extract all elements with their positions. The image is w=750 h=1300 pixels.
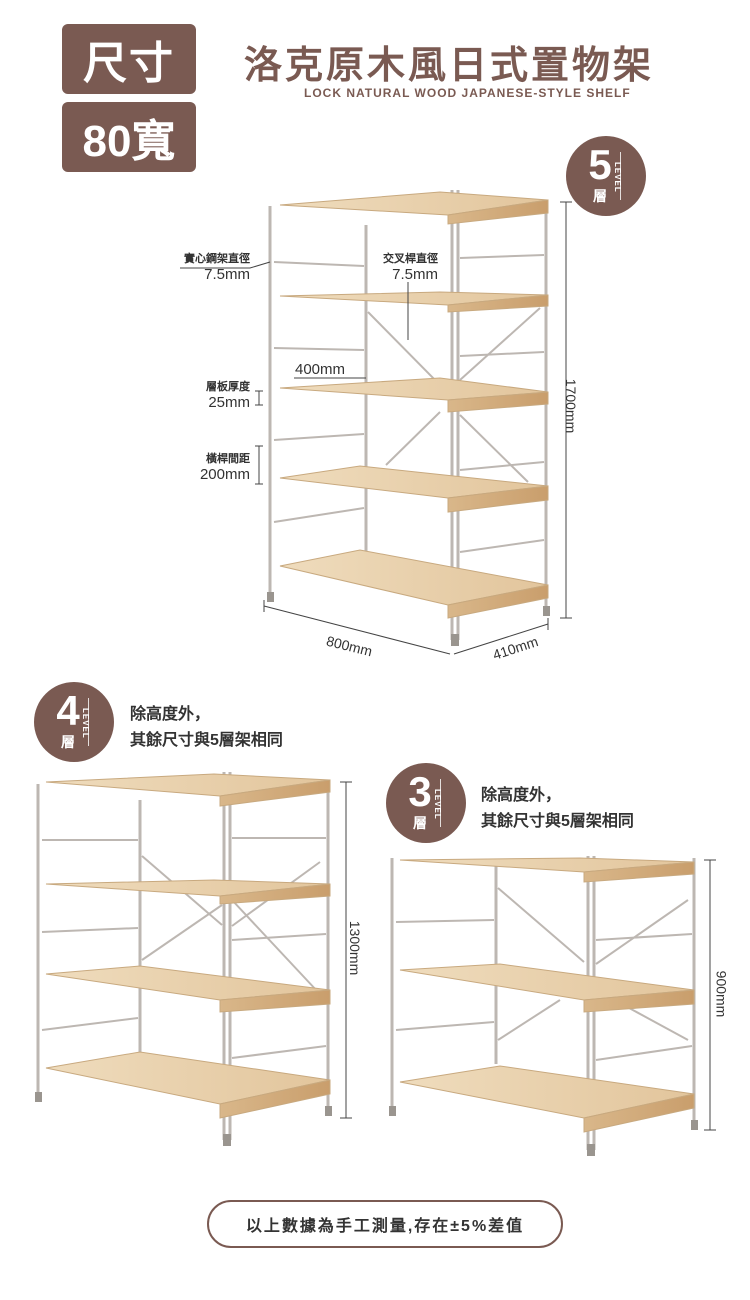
level-layer-text: 層 [413, 815, 427, 831]
page-subtitle: LOCK NATURAL WOOD JAPANESE-STYLE SHELF [304, 86, 631, 100]
page-title: 洛克原木風日式置物架 [244, 45, 655, 87]
note-line-2: 其餘尺寸與5層架相同 [130, 732, 283, 749]
level-divider [440, 779, 441, 827]
level-3-note: 除高度外， 其餘尺寸與5層架相同 [481, 783, 634, 835]
height-4-dimension: 1300mm [347, 920, 364, 976]
cross-rod-label: 交叉桿直徑 [383, 253, 438, 265]
level-4-note: 除高度外， 其餘尺寸與5層架相同 [130, 702, 283, 754]
level-number: 3 [408, 768, 432, 815]
size-badge: 尺寸 [62, 24, 196, 94]
shelf-4-feet [35, 1092, 332, 1146]
width-badge: 80寬 [62, 102, 196, 172]
solid-rod-annotation: 實心鋼架直徑 7.5mm [156, 250, 250, 283]
note-line-1: 除高度外， [481, 787, 562, 804]
shelf-3-level [390, 856, 696, 1150]
shelf-4-boards [45, 773, 331, 1119]
shelf-3-dimension-line [704, 859, 716, 1131]
note-line-1: 除高度外， [130, 706, 211, 723]
cross-rod-annotation: 交叉桿直徑 7.5mm [358, 250, 438, 283]
shelf-3-boards [399, 857, 695, 1133]
bar-spacing-annotation: 橫桿間距 200mm [176, 450, 250, 483]
shelf-5-feet [267, 592, 550, 646]
solid-rod-label: 實心鋼架直徑 [184, 253, 250, 265]
level-layer-text: 層 [61, 734, 75, 750]
board-thickness-annotation: 層板厚度 25mm [176, 378, 250, 411]
level-5-badge: 5 層 LEVEL [566, 136, 646, 216]
level-divider [620, 152, 621, 200]
cross-rod-value: 7.5mm [392, 266, 438, 283]
level-number: 4 [56, 687, 80, 734]
level-number: 5 [588, 141, 612, 188]
level-divider [88, 698, 89, 746]
level-4-badge: 4 層 LEVEL [34, 682, 114, 762]
note-line-2: 其餘尺寸與5層架相同 [481, 813, 634, 830]
bar-spacing-value: 200mm [199, 466, 250, 483]
level-layer-text: 層 [593, 188, 607, 204]
bar-spacing-label: 橫桿間距 [206, 453, 250, 465]
shelf-5-boards [279, 191, 549, 619]
height-5-dimension: 1700mm [563, 378, 580, 434]
shelf-3-feet [389, 1106, 698, 1156]
level-3-badge: 3 層 LEVEL [386, 763, 466, 843]
solid-rod-value: 7.5mm [204, 266, 250, 283]
shelf-gap-dimension: 400mm [295, 361, 346, 378]
board-thickness-label: 層板厚度 [206, 381, 250, 393]
shelf-5-dimension-lines [180, 201, 572, 655]
shelf-4-dimension-line [340, 781, 352, 1119]
board-thickness-value: 25mm [208, 394, 250, 411]
height-3-dimension: 900mm [713, 970, 730, 1018]
measurement-disclaimer: 以上數據為手工測量,存在±5%差值 [207, 1200, 563, 1248]
